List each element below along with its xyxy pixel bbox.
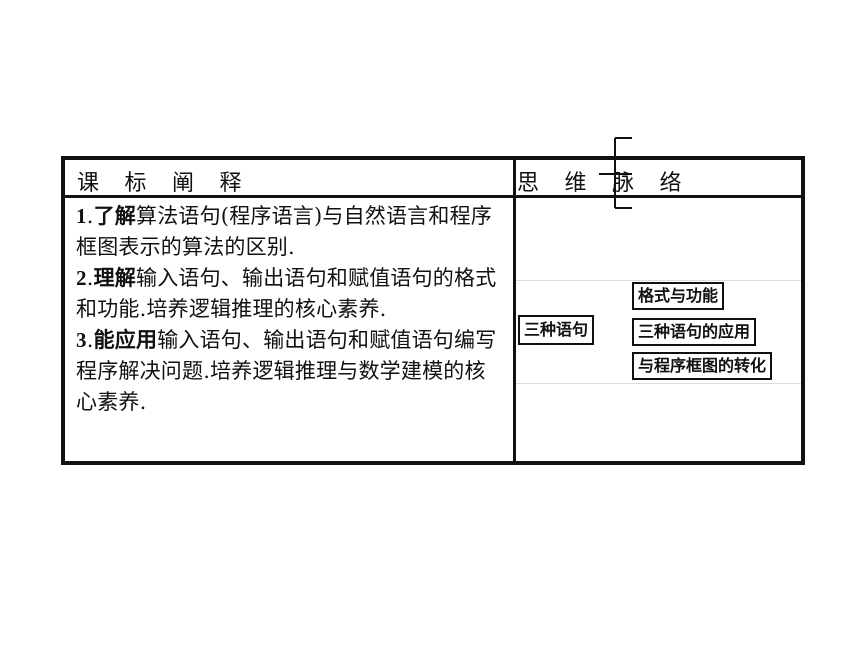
objective-item: 3.能应用输入语句、输出语句和赋值语句编写程序解决问题.培养逻辑推理与数学建模的…	[76, 328, 497, 414]
header-mindmap: 思维脉络	[517, 171, 683, 196]
header-curriculum: 课标阐释	[77, 171, 243, 196]
table-header-row: 课标阐释 思维脉络	[65, 160, 801, 198]
objective-item: 1.了解算法语句(程序语言)与自然语言和程序框图表示的算法的区别.	[76, 204, 492, 259]
column-divider	[513, 160, 516, 461]
objectives-list: 1.了解算法语句(程序语言)与自然语言和程序框图表示的算法的区别. 2.理解输入…	[76, 201, 506, 418]
mindmap-node-conversion: 与程序框图的转化	[632, 352, 773, 380]
mindmap-node-format: 格式与功能	[632, 282, 725, 310]
lesson-table: 课标阐释 思维脉络 1.了解算法语句(程序语言)与自然语言和程序框图表示的算法的…	[61, 156, 805, 465]
mindmap-node-application: 三种语句的应用	[632, 318, 757, 346]
mindmap-root: 三种语句	[518, 315, 595, 345]
mindmap-band	[516, 280, 801, 384]
objective-item: 2.理解输入语句、输出语句和赋值语句的格式和功能.培养逻辑推理的核心素养.	[76, 266, 497, 321]
